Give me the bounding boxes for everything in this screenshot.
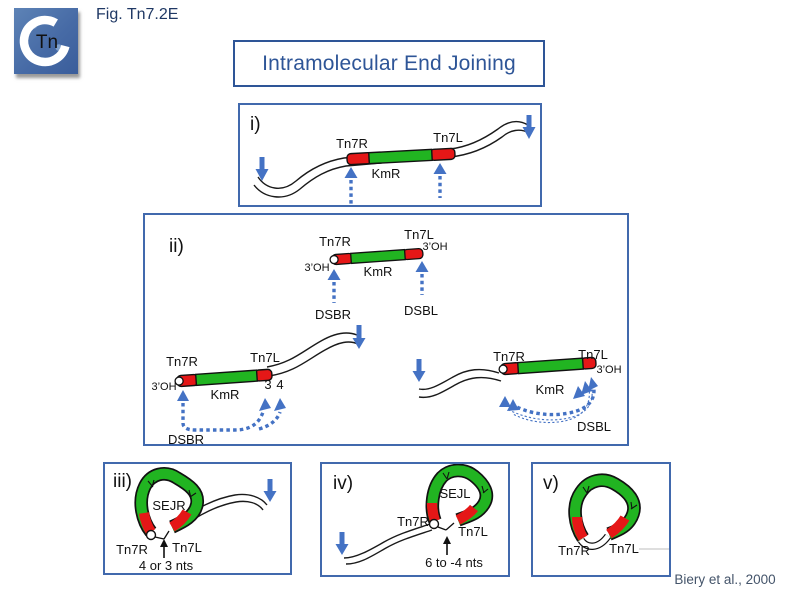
page-title: Intramolecular End Joining xyxy=(262,51,516,75)
free-end xyxy=(145,529,157,541)
dotted-up-arrow-tn7r xyxy=(344,167,358,204)
nts-label: 6 to -4 nts xyxy=(425,555,483,570)
figure-label: Fig. Tn7.2E xyxy=(96,6,179,23)
panel-iv: iv) SEJL Tn7R xyxy=(320,462,510,577)
3oh-right-label: 3’OH xyxy=(422,241,447,253)
dotted-up-arrow-dsbr xyxy=(327,269,341,303)
solid-down-arrow-left xyxy=(255,157,269,181)
dsbr-label: DSBR xyxy=(168,432,204,444)
dotted-joining-arrows xyxy=(499,377,598,424)
3oh-label: 3’OH xyxy=(596,364,621,376)
tn7r-label: Tn7R xyxy=(116,542,148,557)
tn7l-label: Tn7L xyxy=(458,524,488,539)
panel-ii: ii) Tn7R Tn7L 3’OH 3’OH KmR xyxy=(143,213,629,446)
dsbl-label: DSBL xyxy=(404,303,438,318)
free-end xyxy=(498,364,508,374)
transposon-bar xyxy=(346,147,456,166)
tn7l-label: Tn7L xyxy=(609,541,639,556)
tn7r-label: Tn7R xyxy=(493,349,525,364)
dsbr-label: DSBR xyxy=(315,307,351,322)
free-3oh-end xyxy=(174,376,184,386)
panel-iv-number: iv) xyxy=(333,473,353,494)
tn7r-label: Tn7R xyxy=(319,234,351,249)
kmr-label: KmR xyxy=(536,382,565,397)
tn7r-label: Tn7R xyxy=(397,514,429,529)
tn7r-label: Tn7R xyxy=(558,543,590,558)
panel-i-number: i) xyxy=(250,114,261,135)
excised-transposon: Tn7R Tn7L 3’OH 3’OH KmR DSBR DSBL xyxy=(304,227,447,322)
nts-label: 4 or 3 nts xyxy=(139,558,194,573)
3oh-label: 3’OH xyxy=(151,381,176,393)
panel-ii-number: ii) xyxy=(169,236,184,257)
sejr-label: SEJR xyxy=(152,498,185,513)
target-dna-cut-arrows xyxy=(255,115,536,204)
dotted-up-arrow-tn7l xyxy=(433,163,447,198)
solid-down-arrow xyxy=(263,479,277,502)
transposon-bar xyxy=(498,356,597,376)
loop-tick-marks xyxy=(442,471,489,494)
tn7l-label: Tn7L xyxy=(433,130,463,145)
free-3oh-end xyxy=(329,254,339,265)
solid-down-arrow xyxy=(412,359,426,382)
dotted-joining-arrows xyxy=(177,390,286,432)
nick-site-4: 4 xyxy=(276,377,283,392)
dna-strand xyxy=(343,523,433,565)
logo-c-icon xyxy=(19,15,71,67)
citation: Biery et al., 2000 xyxy=(674,572,776,587)
kmr-label: KmR xyxy=(372,166,401,181)
title-box: Intramolecular End Joining xyxy=(233,40,545,87)
tn7r-label: Tn7R xyxy=(336,136,368,151)
dsb-arrows xyxy=(327,261,429,303)
free-end xyxy=(428,518,440,530)
transposon-circle-joined xyxy=(568,473,641,550)
solid-down-arrow xyxy=(352,325,366,349)
junction-pointer-arrow xyxy=(443,536,451,555)
dna-strand xyxy=(418,368,502,399)
kmr-label: KmR xyxy=(211,387,240,402)
sejl-intermediate: Tn7R Tn7L 3’OH KmR DSBL xyxy=(412,347,622,434)
tn7l-label: Tn7L xyxy=(172,540,202,555)
tn-logo: Tn xyxy=(14,8,78,74)
solid-down-arrow xyxy=(335,532,349,555)
loop-tick-marks xyxy=(582,485,638,510)
transposon-loop-sejr xyxy=(134,467,204,541)
dsbl-label: DSBL xyxy=(577,419,611,434)
nick-site-3: 3 xyxy=(264,377,271,392)
panel-i: i) xyxy=(238,103,542,207)
tn7r-label: Tn7R xyxy=(166,354,198,369)
solid-down-arrow-right xyxy=(522,115,536,139)
sejr-intermediate: Tn7R Tn7L 3’OH KmR 3 4 DSBR xyxy=(151,325,366,444)
transposon-loop-sejl xyxy=(425,464,494,531)
dotted-up-arrow-dsbl xyxy=(415,261,429,295)
tn7l-label: Tn7L xyxy=(404,227,434,242)
loop-tick-marks xyxy=(147,479,197,499)
panel-iii: iii) SEJR Tn7R xyxy=(103,462,292,575)
panel-v-number: v) xyxy=(543,473,559,494)
tn7l-label: Tn7L xyxy=(250,350,280,365)
sejl-label: SEJL xyxy=(439,486,470,501)
panel-iii-number: iii) xyxy=(113,471,132,492)
junction-pointer-arrow xyxy=(160,539,168,558)
kmr-label: KmR xyxy=(364,264,393,279)
panel-v: v) Tn7R Tn7L xyxy=(531,462,671,577)
3oh-left-label: 3’OH xyxy=(304,262,329,274)
transposon-bar xyxy=(174,368,273,388)
tn7l-label: Tn7L xyxy=(578,347,608,362)
logo-text: Tn xyxy=(36,32,58,53)
dna-strand xyxy=(266,332,359,377)
